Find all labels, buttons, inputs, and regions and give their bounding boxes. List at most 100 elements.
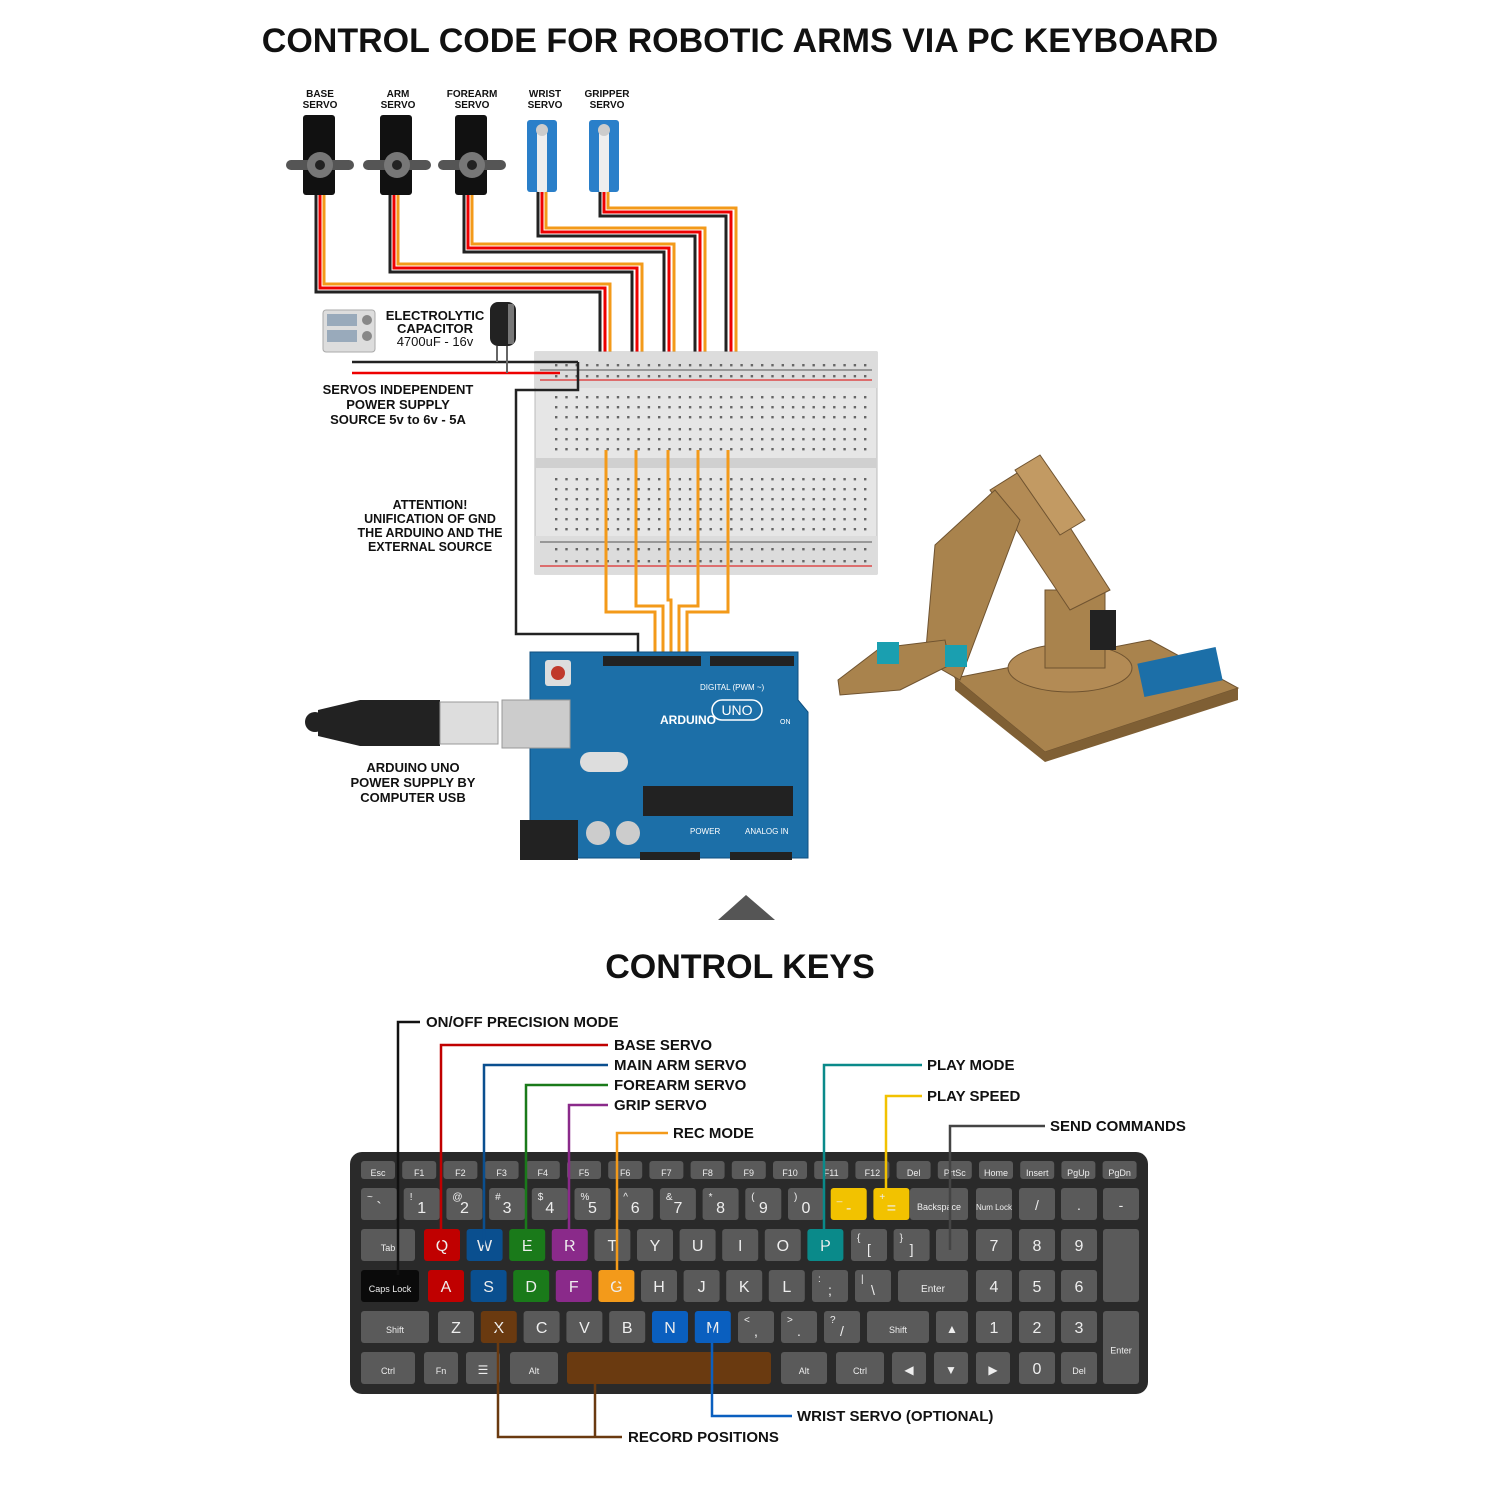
key-f12-label: F12: [865, 1168, 881, 1178]
callout-grip-servo: GRIP SERVO: [614, 1097, 707, 1114]
key-f-label: F: [569, 1279, 579, 1296]
key-shift-right-label: Shift: [889, 1325, 908, 1335]
power-label-2: POWER SUPPLY: [346, 397, 450, 412]
usb-note: ARDUINO UNO POWER SUPPLY BY COMPUTER USB: [351, 760, 476, 805]
key-slash: /?: [824, 1311, 860, 1343]
key-l-label: L: [782, 1279, 791, 1296]
key-f3: F3: [484, 1161, 519, 1179]
key-h: H: [641, 1270, 677, 1302]
key-num-plus: [1103, 1229, 1139, 1302]
servo-wires: [314, 192, 738, 410]
servo-wrist-label-2: SERVO: [528, 100, 563, 111]
arduino-digital-label: DIGITAL (PWM ~): [700, 683, 765, 692]
power-supply-label: SERVOS INDEPENDENT POWER SUPPLY SOURCE 5…: [323, 382, 474, 427]
callout-base-servo: BASE SERVO: [614, 1037, 712, 1054]
key-d-label: D: [525, 1279, 537, 1296]
key-3-label: 3: [503, 1200, 512, 1217]
key-k-label: K: [739, 1279, 750, 1296]
callout-rec-mode: REC MODE: [673, 1125, 754, 1142]
robot-arm-illustration: [837, 454, 1240, 762]
key---shift-label: _: [836, 1192, 843, 1203]
key-caps: Caps Lock: [361, 1270, 419, 1302]
key-comma-shift-label: <: [744, 1315, 750, 1326]
key-num-dot-label: .: [1077, 1197, 1081, 1213]
callout-wrist-servo: WRIST SERVO (OPTIONAL): [797, 1408, 993, 1425]
key-7-label: 7: [673, 1200, 682, 1217]
key-menu-label: ☰: [478, 1363, 489, 1377]
key-5-shift-label: %: [581, 1192, 590, 1203]
key-tab-label: Tab: [381, 1243, 396, 1253]
key-9: 9(: [745, 1188, 782, 1220]
gnd-wire: [514, 362, 640, 660]
key-f11-label: F11: [824, 1168, 839, 1178]
key-r-label: R: [564, 1238, 576, 1255]
key-shift-right: Shift: [867, 1311, 929, 1343]
key-comma-label: ,: [754, 1323, 758, 1339]
key-period: .>: [781, 1311, 817, 1343]
key-f2-label: F2: [455, 1168, 466, 1178]
arduino-power-label: POWER: [690, 827, 720, 836]
key-num-del-label: Del: [1072, 1366, 1086, 1376]
attention-label-2: UNIFICATION OF GND: [364, 512, 496, 526]
key-period-label: .: [797, 1323, 801, 1339]
key-v-label: V: [579, 1320, 590, 1337]
key-1-shift-label: !: [410, 1192, 413, 1203]
callout-labels: ON/OFF PRECISION MODE BASE SERVO MAIN AR…: [426, 1014, 1186, 1446]
key-n8-label: 8: [1033, 1238, 1042, 1255]
key-f1-label: F1: [414, 1168, 425, 1178]
callout-play-mode: PLAY MODE: [927, 1057, 1015, 1074]
key-prtsc: PrtSc: [937, 1161, 972, 1179]
key-n9: 9: [1061, 1229, 1097, 1261]
key-o-label: O: [777, 1238, 789, 1255]
servo-base-label-2: SERVO: [303, 100, 338, 111]
key-num-enter-label: Enter: [1110, 1346, 1132, 1356]
key-4-shift-label: $: [538, 1192, 544, 1203]
key-8-label: 8: [716, 1200, 725, 1217]
key-f11: F11: [814, 1161, 849, 1179]
key-y-label: Y: [650, 1238, 661, 1255]
key-num-slash-label: /: [1035, 1197, 1039, 1213]
key-w-label: W: [477, 1238, 493, 1255]
key-n4-label: 4: [990, 1279, 999, 1296]
key-1: 1!: [403, 1188, 440, 1220]
key-f5: F5: [567, 1161, 601, 1179]
key-num-minus: -: [1103, 1188, 1139, 1220]
key-ctrl-left: Ctrl: [361, 1352, 415, 1384]
key-enter-top: [936, 1229, 968, 1261]
arduino-uno-board: ARDUINO UNO DIGITAL (PWM ~) POWER ANALOG…: [501, 651, 809, 860]
usb-cable: [305, 700, 499, 746]
usb-note-3: COMPUTER USB: [360, 790, 465, 805]
callout-play-speed: PLAY SPEED: [927, 1088, 1021, 1105]
key-f10: F10: [773, 1161, 807, 1179]
servo-base-label-1: BASE: [306, 89, 334, 100]
key-f8: F8: [690, 1161, 725, 1179]
key-=: =+: [873, 1188, 910, 1220]
key-0: 0): [788, 1188, 824, 1220]
key-2: 2@: [446, 1188, 483, 1220]
key-bracket-0: [{: [851, 1229, 887, 1261]
servo-wrist-label-1: WRIST: [529, 89, 561, 100]
key-t-label: T: [608, 1238, 618, 1255]
key-f2: F2: [443, 1161, 478, 1179]
key-semicolon: ;:: [812, 1270, 848, 1302]
key-home: Home: [979, 1161, 1013, 1179]
key-comma: ,<: [738, 1311, 774, 1343]
key-numlock: Num Lock: [976, 1188, 1013, 1220]
callout-main-arm-servo: MAIN ARM SERVO: [614, 1057, 747, 1074]
key-up: ▲: [936, 1311, 968, 1343]
key-menu: ☰: [466, 1352, 500, 1384]
key-f9: F9: [731, 1161, 766, 1179]
key-num-minus-label: -: [1119, 1197, 1124, 1213]
key-0-label: 0: [802, 1200, 811, 1217]
key-backslash: \|: [855, 1270, 891, 1302]
key-alt-left-label: Alt: [529, 1366, 540, 1376]
key-f1: F1: [402, 1161, 437, 1179]
capacitor-label: ELECTROLYTIC CAPACITOR 4700uF - 16v: [386, 308, 485, 349]
key-b: B: [609, 1311, 646, 1343]
callout-send-commands: SEND COMMANDS: [1050, 1118, 1186, 1135]
key-p-label: P: [820, 1238, 831, 1255]
servo-gripper-label-1: GRIPPER: [584, 89, 630, 100]
key-n1: 1: [976, 1311, 1012, 1343]
key-backslash-shift-label: |: [861, 1274, 864, 1285]
